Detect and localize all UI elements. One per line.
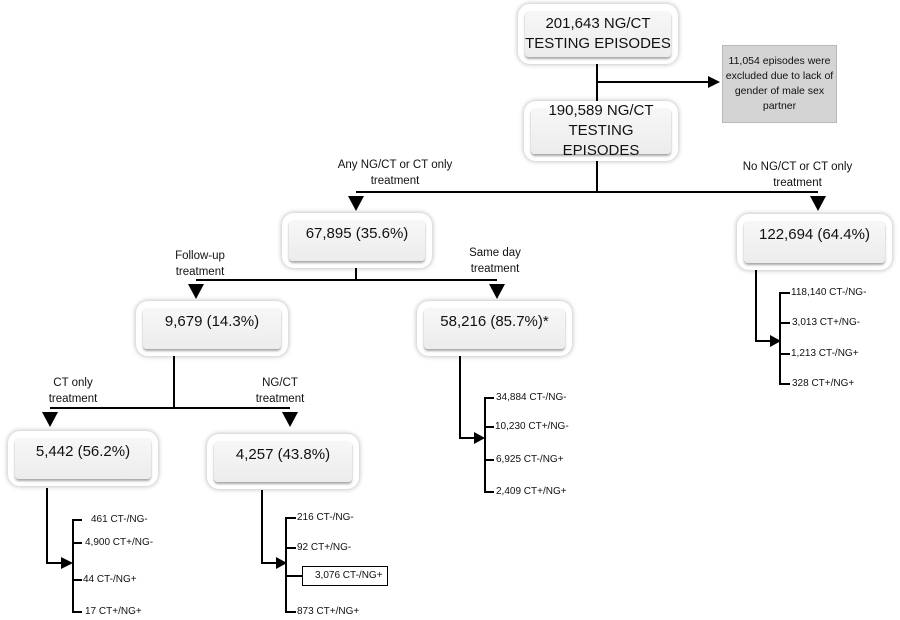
outcome-item: 44 CT-/NG+	[83, 574, 137, 585]
connector-ct-only-elbow	[46, 488, 62, 564]
node-ct-only: 5,442 (56.2%)	[8, 431, 158, 486]
outcome-item: 118,140 CT-/NG-	[791, 287, 867, 298]
outcome-item: 4,900 CT+/NG-	[85, 537, 154, 548]
arrow-down-icon	[489, 284, 505, 299]
outcome-item: 2,409 CT+/NG+	[496, 486, 567, 497]
arrow-down-icon	[282, 412, 298, 427]
outcome-item-highlighted: 3,076 CT-/NG+	[302, 566, 388, 586]
outcome-item: 461 CT-/NG-	[91, 514, 148, 525]
node-excluded-episodes: 11,054 episodes were excluded due to lac…	[722, 45, 837, 123]
label-any-treatment: Any NG/CT or CT only treatment	[337, 159, 453, 187]
node-no-treatment: 122,694 (64.4%)	[737, 214, 892, 270]
arrow-right-icon	[770, 335, 781, 347]
outcome-item: 10,230 CT+/NG-	[495, 421, 569, 432]
no-treatment-bracket	[779, 292, 790, 385]
ngct-bracket	[285, 517, 296, 613]
outcome-item: 3,013 CT+/NG-	[792, 317, 861, 328]
outcome-item: 216 CT-/NG-	[297, 512, 354, 523]
arrow-right-icon	[708, 76, 720, 88]
outcome-item: 1,213 CT-/NG+	[791, 348, 859, 359]
node-any-treatment: 67,895 (35.6%)	[282, 213, 432, 268]
outcome-item: 873 CT+/NG+	[297, 606, 360, 617]
connector-same-day-elbow	[459, 352, 476, 439]
node-total-episodes: 201,643 NG/CT TESTING EPISODES	[518, 4, 678, 64]
outcome-item: 92 CT+/NG-	[297, 542, 352, 553]
arrow-right-icon	[276, 557, 287, 569]
ct-only-bracket	[72, 519, 82, 613]
label-ct-only: CT only treatment	[48, 377, 98, 405]
outcome-item: 34,884 CT-/NG-	[496, 392, 567, 403]
node-included-episodes: 190,589 NG/CT TESTING EPISODES	[524, 101, 678, 161]
label-same-day: Same day treatment	[469, 247, 521, 275]
connector-ngct-elbow	[261, 490, 278, 564]
arrow-right-icon	[474, 432, 485, 444]
arrow-down-icon	[348, 196, 364, 211]
arrow-down-icon	[810, 196, 826, 211]
outcome-item: 328 CT+/NG+	[792, 378, 855, 389]
label-ngct: NG/CT treatment	[255, 377, 305, 405]
outcome-item: 6,925 CT-/NG+	[496, 454, 564, 465]
node-follow-up: 9,679 (14.3%)	[136, 301, 288, 356]
arrow-down-icon	[188, 284, 204, 299]
same-day-bracket	[484, 397, 494, 493]
connector-no-treatment-elbow	[755, 270, 772, 342]
arrow-right-icon	[61, 557, 73, 569]
label-no-treatment: No NG/CT or CT only treatment	[742, 161, 853, 189]
arrow-down-icon	[42, 412, 58, 427]
node-same-day: 58,216 (85.7%)*	[417, 301, 572, 356]
outcome-item: 17 CT+/NG+	[85, 606, 142, 617]
node-ngct: 4,257 (43.8%)	[207, 434, 359, 489]
label-follow-up: Follow-up treatment	[175, 250, 225, 278]
